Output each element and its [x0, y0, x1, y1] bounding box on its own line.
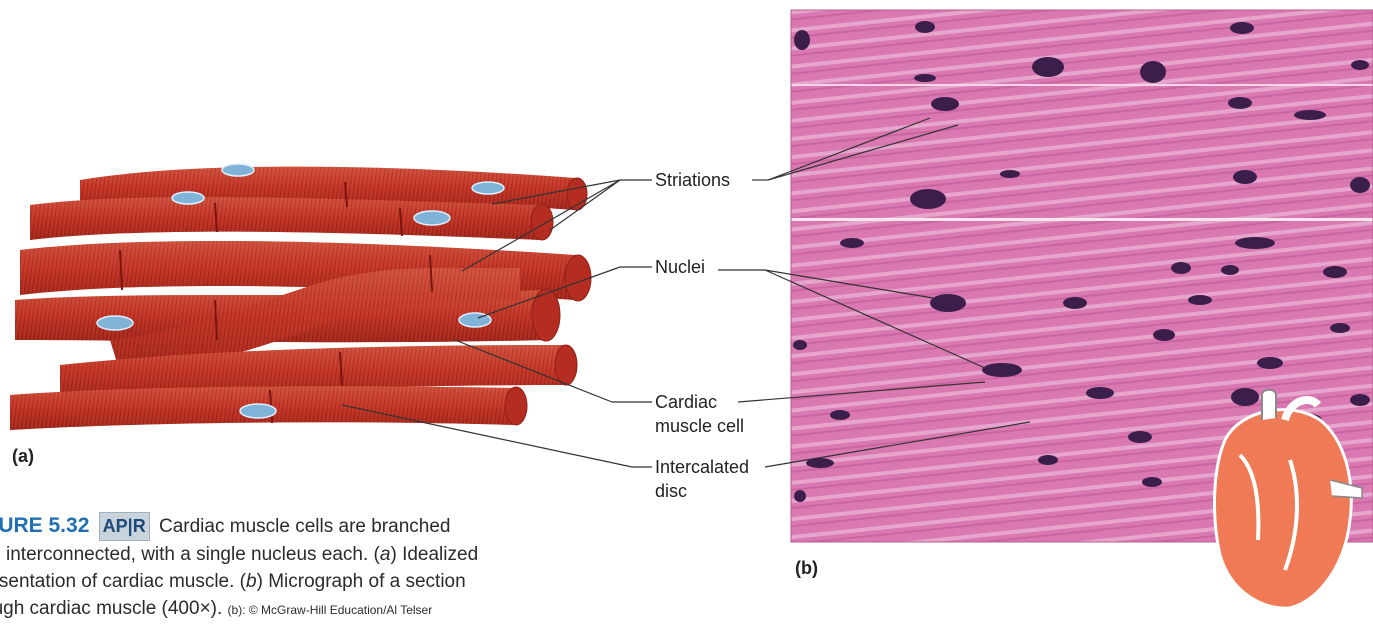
- label-nuclei: Nuclei: [655, 255, 705, 279]
- label-striations: Striations: [655, 168, 730, 192]
- muscle-fiber: [30, 197, 553, 240]
- caption-text-2a: interconnected, with a single nucleus ea…: [6, 544, 380, 565]
- label-cardiac-line1: Cardiac: [655, 390, 744, 414]
- label-cardiac-muscle-cell: Cardiac muscle cell: [655, 390, 744, 438]
- caption-credit: (b): © McGraw-Hill Education/Al Telser: [228, 603, 433, 617]
- caption-line-1: GURE 5.32 AP|R Cardiac muscle cells are …: [0, 512, 622, 541]
- caption-text-3b: ) Micrograph of a section: [257, 571, 466, 592]
- caption-line-3: resentation of cardiac muscle. (b) Micro…: [0, 568, 622, 595]
- caption-line-2: interconnected, with a single nucleus ea…: [0, 541, 622, 568]
- caption-italic-a: a: [380, 544, 391, 565]
- panel-label-a: (a): [12, 446, 34, 467]
- label-intercalated-line2: disc: [655, 479, 749, 503]
- caption-text-4: ough cardiac muscle (400×).: [0, 598, 222, 619]
- caption-text-2b: ) Idealized: [390, 544, 478, 565]
- cardiac-muscle-illustration: [10, 164, 591, 430]
- label-intercalated-disc: Intercalated disc: [655, 455, 749, 503]
- apr-badge: AP|R: [99, 512, 150, 541]
- figure-caption: GURE 5.32 AP|R Cardiac muscle cells are …: [0, 512, 622, 624]
- caption-text-1: Cardiac muscle cells are branched: [159, 516, 450, 537]
- caption-italic-b: b: [246, 571, 257, 592]
- label-cardiac-line2: muscle cell: [655, 414, 744, 438]
- caption-text-3a: resentation of cardiac muscle. (: [0, 571, 246, 592]
- panel-label-b: (b): [795, 558, 818, 579]
- figure-number: GURE 5.32: [0, 514, 89, 537]
- label-intercalated-line1: Intercalated: [655, 455, 749, 479]
